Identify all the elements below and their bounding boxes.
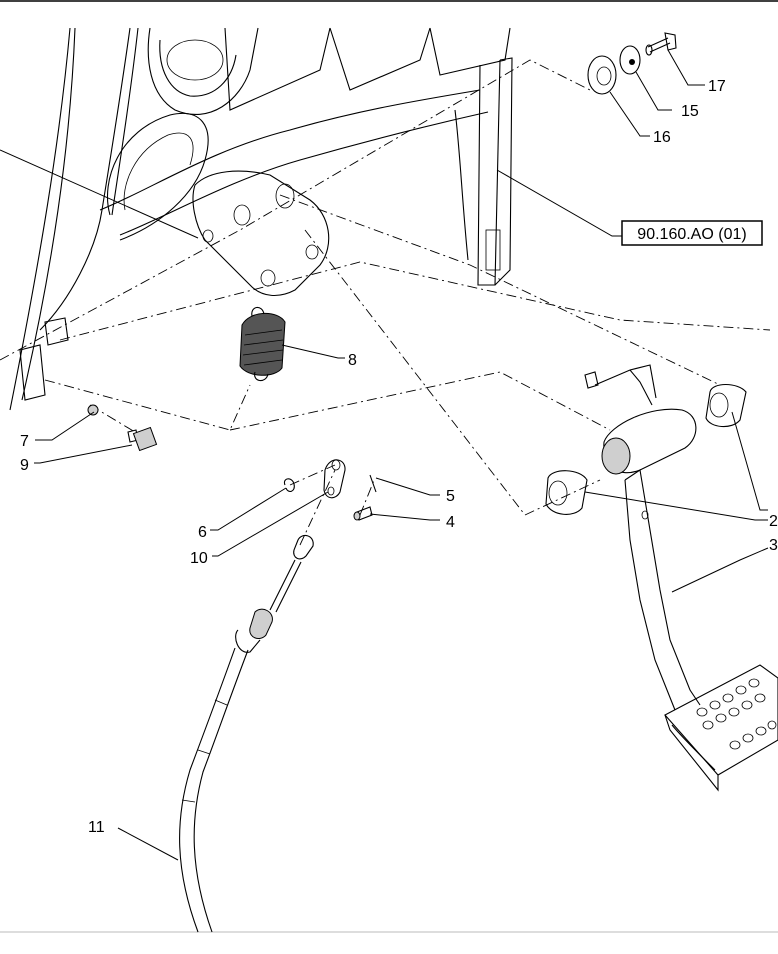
part-6-clip [283, 478, 295, 493]
callout-15: 15 [681, 103, 699, 120]
callout-8: 8 [348, 352, 357, 369]
callout-labels: 17 15 16 8 7 9 5 4 6 10 2 3 11 [20, 78, 778, 836]
leader-lines [0, 49, 769, 861]
part-9-bolt [127, 426, 158, 452]
part-5-pin [369, 474, 377, 493]
callout-2: 2 [769, 513, 778, 530]
part-2-bushing-right [705, 383, 747, 428]
part-3-pedal [584, 364, 778, 792]
assembly-centerlines [0, 59, 771, 546]
part-17-bolt [645, 32, 677, 56]
part-2-bushing-left [545, 470, 588, 515]
foot-plate-holes [696, 678, 777, 750]
callout-11: 11 [88, 819, 105, 836]
part-7-nut [87, 404, 99, 416]
callout-4: 4 [446, 514, 455, 531]
reference-box-label: 90.160.AO (01) [637, 226, 746, 243]
frame-bracket [9, 27, 513, 411]
part-15-washer [619, 45, 641, 75]
callout-17: 17 [708, 78, 726, 95]
callout-7: 7 [20, 433, 29, 450]
callout-3: 3 [769, 537, 778, 554]
part-16-washer [587, 55, 617, 95]
callout-16: 16 [653, 129, 671, 146]
callout-9: 9 [20, 457, 29, 474]
part-8-spring [239, 306, 286, 382]
reference-box[interactable]: 90.160.AO (01) [621, 220, 763, 246]
part-4-bolt [353, 506, 373, 521]
callout-10: 10 [190, 550, 208, 567]
part-10-lever [323, 459, 346, 499]
callout-5: 5 [446, 488, 455, 505]
part-11-cable [179, 534, 314, 933]
callout-6: 6 [198, 524, 207, 541]
